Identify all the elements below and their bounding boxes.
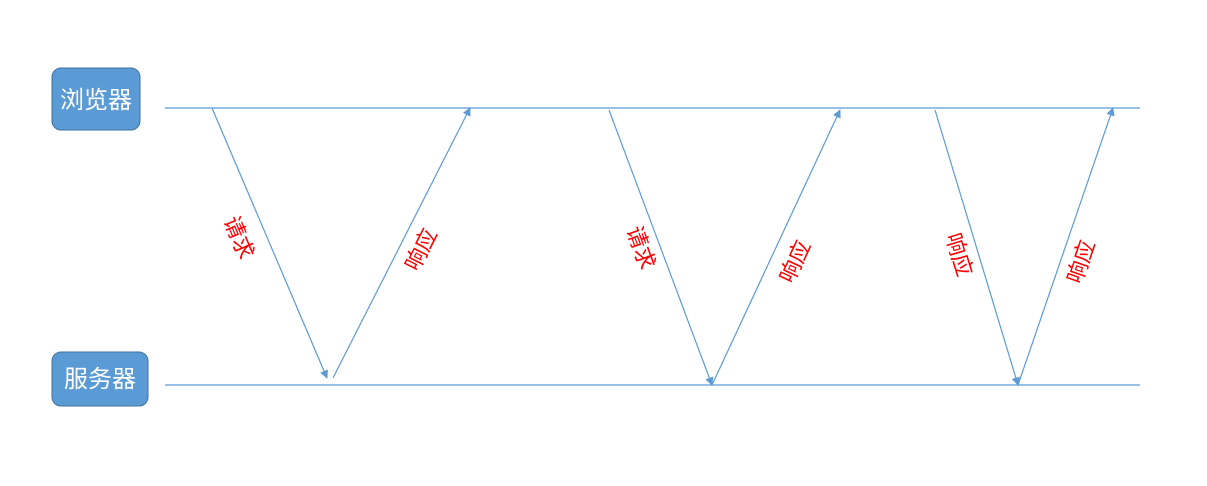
browser-node-box — [51, 67, 141, 131]
server-node-label: 服务器 — [64, 365, 136, 393]
message-label-4: 响应 — [775, 237, 816, 287]
message-arrow-3 — [608, 109, 714, 386]
message-arrow-1 — [211, 107, 328, 379]
message-label-6: 响应 — [1063, 237, 1101, 287]
message-label-1: 请求 — [218, 213, 258, 263]
message-label-5: 响应 — [940, 230, 977, 279]
browser-node-label: 浏览器 — [60, 86, 132, 114]
server-node: 服务器 — [51, 351, 149, 407]
message-arrow-5 — [934, 109, 1020, 386]
browser-node: 浏览器 — [51, 67, 141, 131]
server-node-box — [51, 351, 149, 407]
message-arrow-4 — [711, 109, 841, 386]
message-label-3: 请求 — [621, 223, 660, 273]
message-arrow-2 — [332, 107, 471, 379]
message-arrow-6 — [1017, 107, 1115, 386]
